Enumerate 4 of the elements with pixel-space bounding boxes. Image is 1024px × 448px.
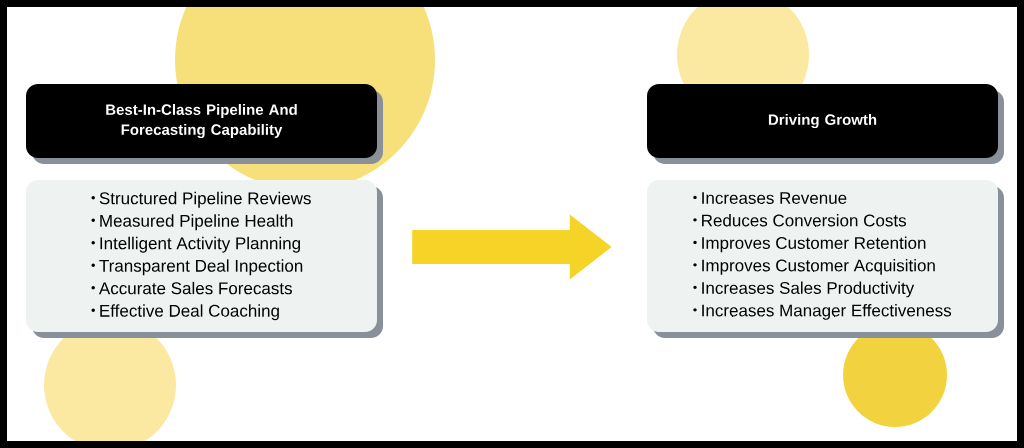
bullet-list-box: Increases Revenue Reduces Conversion Costs Improves Customer Retention Improves Customer Acquisition Increases Sales Productivity Increases Manager Effectiveness xyxy=(647,180,1004,338)
header-box: Best-In-Class Pipeline And Forecasting Capability xyxy=(26,84,383,164)
header-box: Driving Growth xyxy=(647,84,1004,164)
bullet-list-box: Structured Pipeline Reviews Measured Pipeline Health Intelligent Activity Planning Transparent Deal Inpection Accurate Sales Forecasts Effective Deal Coaching xyxy=(26,180,383,338)
